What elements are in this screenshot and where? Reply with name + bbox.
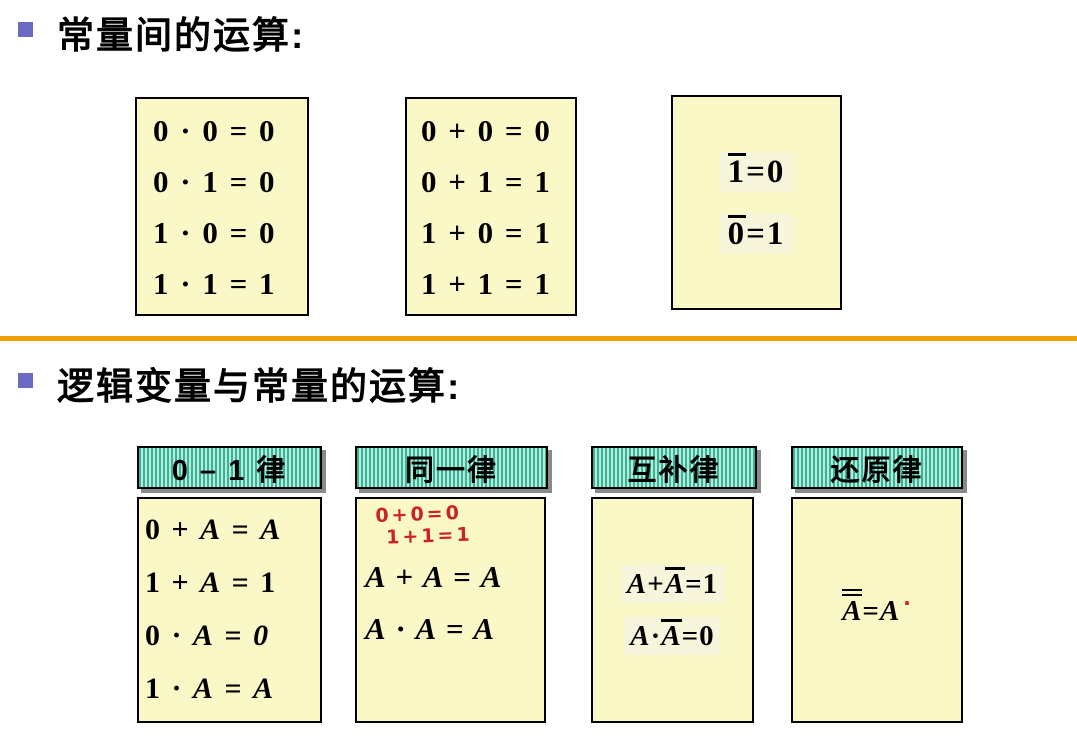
law-header-0-1: 0 – 1 律 (137, 446, 322, 489)
law-body-involution: A=A· (791, 497, 963, 723)
formula-line: 1 + 1 = 1 (421, 266, 552, 301)
formula-line: 1 · 1 = 1 (153, 266, 277, 301)
law-body-identity: 0+0=0 1+1=1 A + A = A A · A = A (355, 497, 546, 723)
formula-line: 1 · A = A (145, 672, 276, 705)
section2-title: 逻辑变量与常量的运算: (57, 366, 462, 407)
handwritten-annotation: 0+0=0 1+1=1 (375, 499, 545, 549)
section1-title: 常量间的运算: (57, 15, 306, 56)
law-header-complement: 互补律 (591, 446, 757, 489)
law-header-identity: 同一律 (355, 446, 548, 489)
formula-line: 0 · 0 = 0 (153, 113, 277, 148)
formula-line: A+A=1 (620, 564, 725, 603)
or-constants-box: 0 + 0 = 0 0 + 1 = 1 1 + 0 = 1 1 + 1 = 1 (405, 97, 577, 316)
formula-line: 1=0 (719, 152, 794, 192)
law-body-complement: A+A=1 A·A=0 (591, 497, 754, 723)
and-constants-box: 0 · 0 = 0 0 · 1 = 0 1 · 0 = 0 1 · 1 = 1 (135, 97, 309, 316)
formula-line: 0 · 1 = 0 (153, 164, 277, 199)
red-mark: · (903, 590, 912, 615)
formula-line: 0 · A = 0 (145, 619, 271, 652)
formula-line: A + A = A (365, 559, 503, 594)
annotation-line: 1+1=1 (385, 523, 473, 549)
formula-line: 1 + 0 = 1 (421, 215, 552, 250)
not-constants-box: 1=0 0=1 (671, 95, 842, 310)
formula-line: A·A=0 (624, 617, 721, 656)
formula-line: A · A = A (365, 611, 496, 646)
formula-line: 0 + 1 = 1 (421, 164, 552, 199)
formula-line: 0=1 (719, 213, 794, 253)
bullet-icon (18, 22, 33, 37)
section-divider (0, 336, 1077, 341)
involution-formula: A=A (842, 589, 900, 627)
formula-line: 1 · 0 = 0 (153, 215, 277, 250)
formula-line: 0 + 0 = 0 (421, 113, 552, 148)
formula-line: 0 + A = A (145, 513, 283, 546)
formula-line: 1 + A = 1 (145, 566, 278, 599)
law-header-involution: 还原律 (791, 446, 963, 489)
law-body-0-1: 0 + A = A 1 + A = 1 0 · A = 0 1 · A = A (137, 497, 322, 723)
bullet-icon (18, 373, 33, 388)
formula-line: A=A· (842, 589, 912, 631)
